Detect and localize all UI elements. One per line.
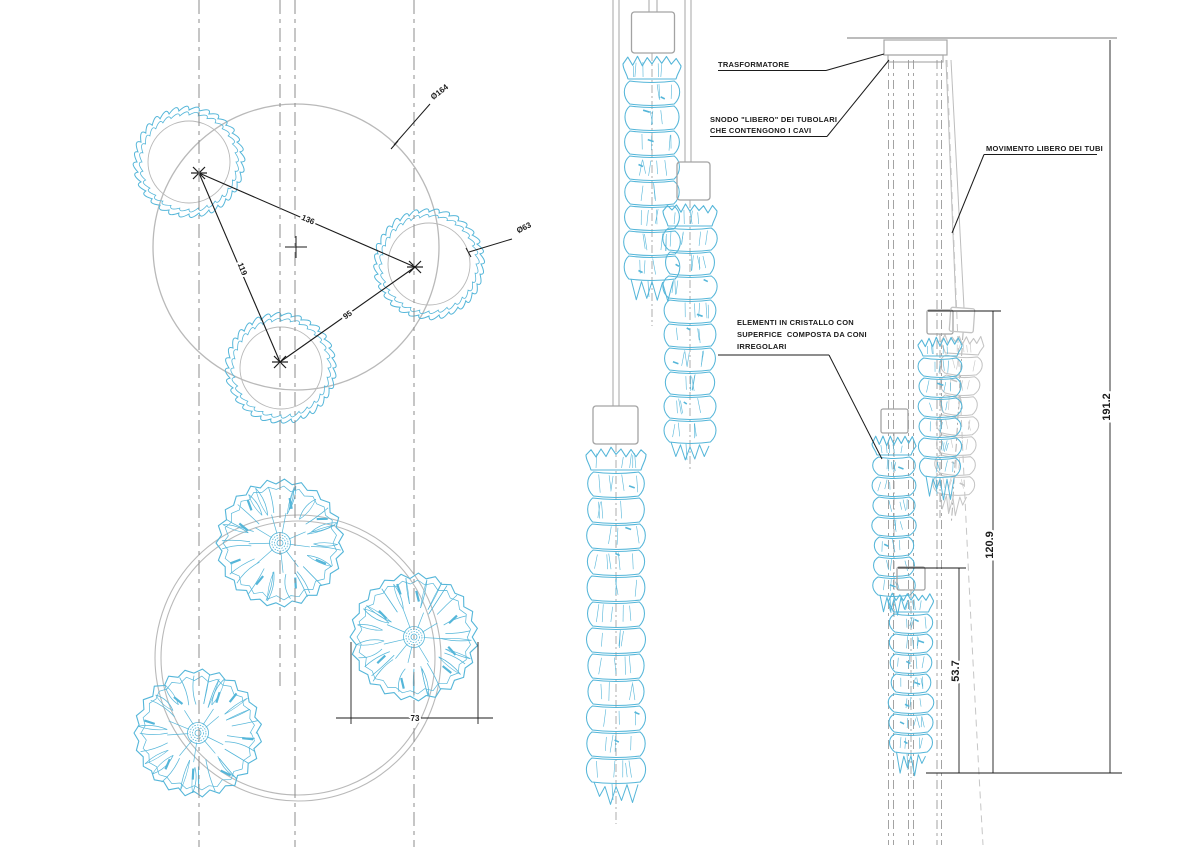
dim-distance-bottom: 95 xyxy=(341,308,354,321)
tilted-tube-cables xyxy=(945,59,965,309)
cap-g xyxy=(896,566,926,591)
label-free-joint-1: SNODO "LIBERO" DEI TUBOLARI xyxy=(710,115,837,124)
label-crystal-3: IRREGOLARI xyxy=(737,342,787,351)
leader-lines xyxy=(390,53,1097,460)
spacing-triangle xyxy=(191,166,423,369)
elevation-view xyxy=(585,0,1122,846)
dim-canopy-diameter: Ø164 xyxy=(429,82,450,101)
dim-pendant-diameter: 73 xyxy=(411,714,420,723)
canopy-box xyxy=(883,39,948,56)
pendant-starburst-circles xyxy=(133,478,478,798)
dimension-73 xyxy=(336,642,493,724)
canopy-circle xyxy=(152,103,440,391)
dim-distance-top: 136 xyxy=(300,213,316,227)
swing-path-line xyxy=(946,59,984,846)
ring-inner-circle xyxy=(160,520,436,796)
suspension-cables xyxy=(612,0,692,406)
cap-a xyxy=(630,11,676,54)
labels: TRASFORMATORE SNODO "LIBERO" DEI TUBOLAR… xyxy=(234,60,1116,725)
label-free-joint-2: CHE CONTENGONO I CAVI xyxy=(710,126,811,135)
crystal-tube-b xyxy=(662,200,718,470)
crystal-tube-e xyxy=(917,334,963,520)
dim-middle-height: 120.9 xyxy=(984,531,996,559)
plan-view-top xyxy=(132,103,486,424)
plan-view-bottom xyxy=(133,478,493,802)
dim-bottom-element: 53.7 xyxy=(950,660,962,681)
elevation-dimensions xyxy=(898,40,1122,774)
cap-c xyxy=(592,405,639,445)
cap-d xyxy=(880,408,909,434)
cap-e xyxy=(926,309,954,335)
cap-b xyxy=(676,161,711,201)
ring-outer-circle xyxy=(154,514,442,802)
hanger-centerlines xyxy=(888,60,942,845)
canopy-lower-box xyxy=(887,54,944,63)
plan-centerlines xyxy=(198,0,415,847)
dim-total-height: 191.2 xyxy=(1101,393,1113,421)
label-transformer: TRASFORMATORE xyxy=(718,60,789,69)
crystal-tube-a xyxy=(622,53,682,326)
crystal-tube-d xyxy=(871,433,917,620)
dim-distance-left: 119 xyxy=(236,261,250,277)
cap-ghost xyxy=(948,306,976,334)
pendant-scallop-circles xyxy=(132,105,486,424)
crystal-tube-g xyxy=(887,590,935,778)
dim-element-diameter: Ø63 xyxy=(515,220,533,235)
tube-caps xyxy=(592,11,976,591)
label-crystal-2: SUPERFICE COMPOSTA DA CONI xyxy=(737,330,867,339)
crystal-tube-c xyxy=(585,444,647,824)
label-crystal-1: ELEMENTI IN CRISTALLO CON xyxy=(737,318,854,327)
label-free-movement: MOVIMENTO LIBERO DEI TUBI xyxy=(986,144,1103,153)
